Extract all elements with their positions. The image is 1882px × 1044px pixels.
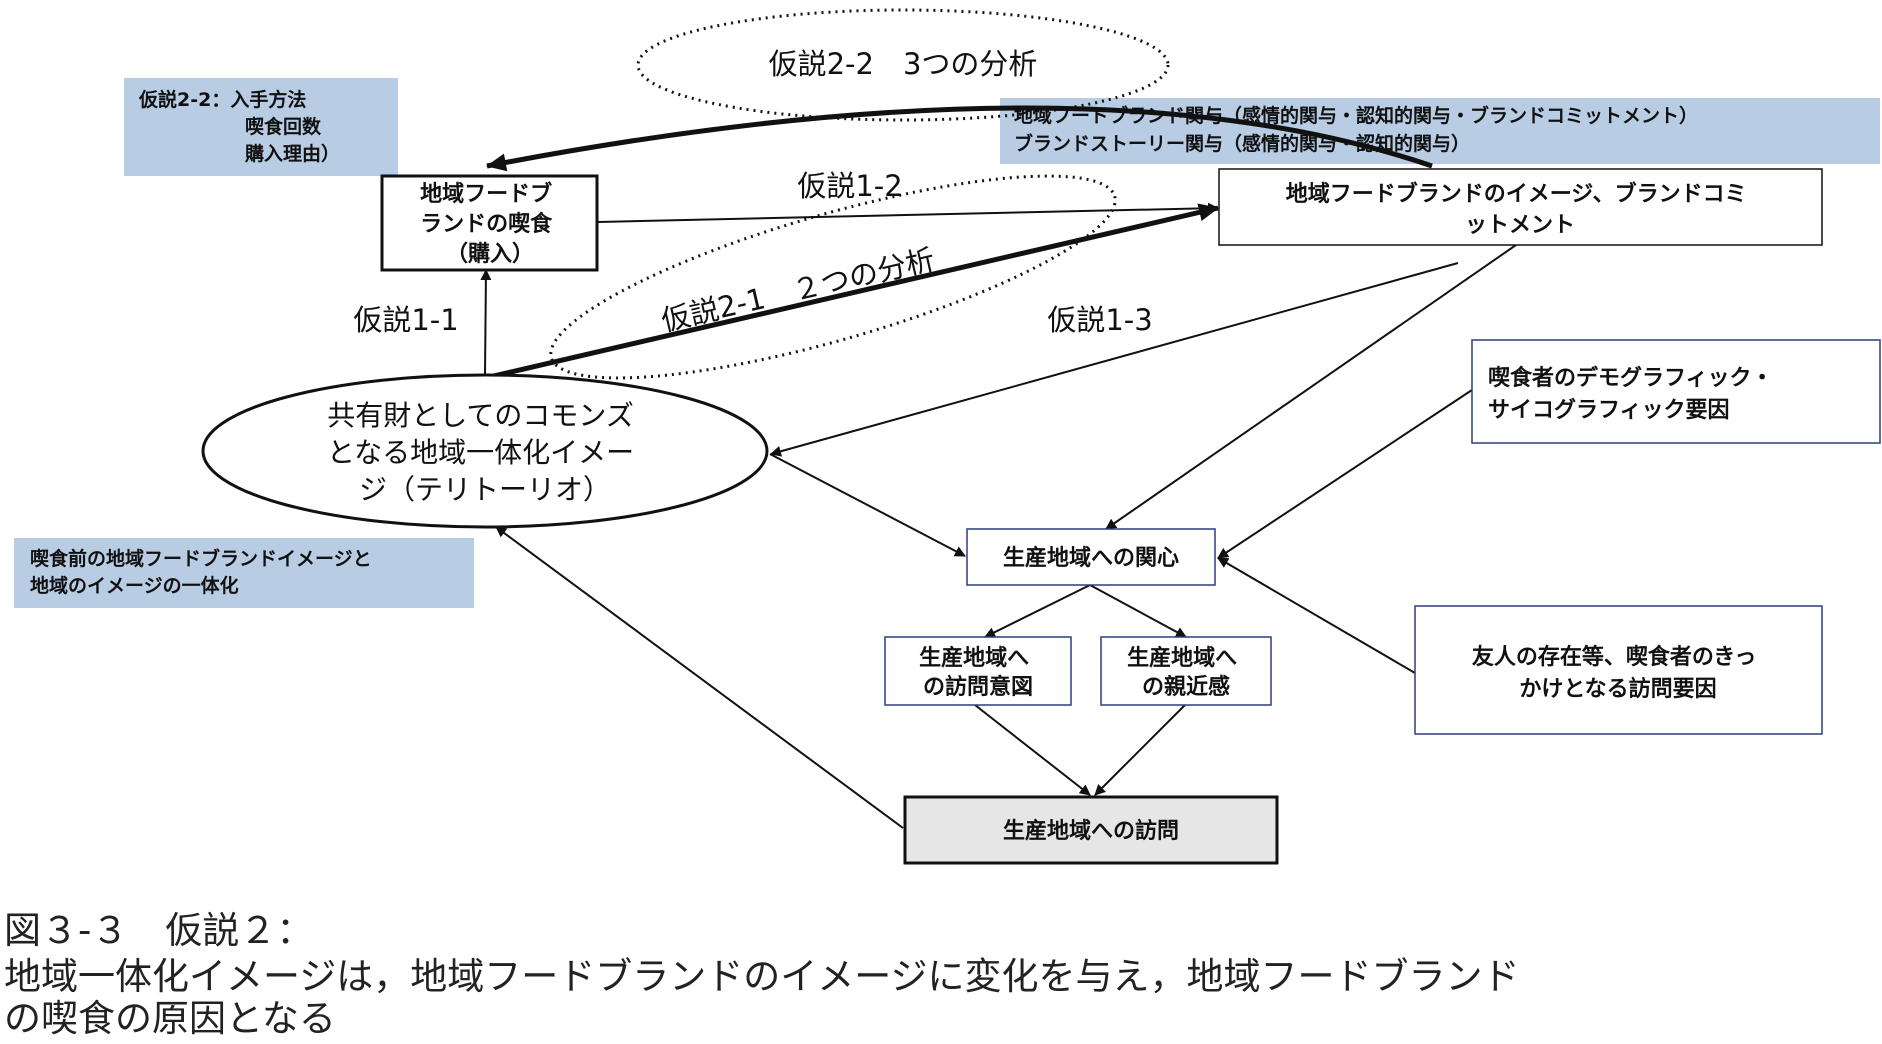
- commons-ellipse-text: 共有財としてのコモンズ となる地域一体化イメー ジ（テリトーリオ）: [327, 399, 643, 506]
- figure-caption-line-2: 地域一体化イメージは，地域フードブランドのイメージに変化を与え，地域フードブラン…: [4, 955, 1520, 998]
- image-commit-box-text: 地域フードブランドのイメージ、ブランドコミ ットメント: [1286, 181, 1755, 238]
- intent-box-text: 生産地域へ の訪問意図: [919, 645, 1037, 700]
- commons-ellipse: [201, 373, 769, 529]
- interest-box-text: 生産地域への関心: [1003, 545, 1179, 571]
- interest-to-affinity-arrow: [1089, 584, 1187, 638]
- image-to-interest-arrow: [1105, 244, 1517, 530]
- h12-arrow: [597, 202, 1219, 223]
- interest-box: [966, 528, 1216, 586]
- h11-label: 仮説1-1: [353, 303, 458, 337]
- note-involvement-text: 地域フードブランド関与（感情的関与・認知的関与・ブランドコミットメント） ブラン…: [1014, 104, 1705, 155]
- note-pre-eating-text: 喫食前の地域フードブランドイメージと 地域のイメージの一体化: [30, 547, 378, 597]
- demographic-box-text: 喫食者のデモグラフィック・ サイコグラフィック要因: [1488, 365, 1781, 423]
- visit-box: [903, 795, 1279, 865]
- intent-box: [884, 636, 1072, 706]
- image-commit-box: [1218, 168, 1823, 246]
- h13-arrow: [770, 262, 1459, 457]
- h22-analysis-ellipse: [636, 8, 1170, 122]
- visit-to-commons-arrow: [495, 526, 904, 829]
- visit-box-text: 生産地域への訪問: [1003, 818, 1179, 844]
- eating-box: [380, 174, 599, 272]
- h13-label: 仮説1-3: [1047, 303, 1152, 337]
- commons-to-interest-arrow: [769, 453, 966, 557]
- note-h22-items-text: 仮説2-2：入手方法 喫食回数 購入理由）: [138, 88, 340, 165]
- note-involvement-bg: [1000, 98, 1880, 164]
- eating-box-text: 地域フードブ ランドの喫食 （購入）: [420, 181, 560, 267]
- affinity-box: [1100, 636, 1272, 706]
- h11-arrow: [480, 269, 492, 375]
- h22-analysis-label: 仮説2-2 3つの分析: [769, 47, 1038, 81]
- h21-analysis-ellipse: [549, 174, 1117, 380]
- affinity-to-visit-arrow: [1094, 704, 1186, 796]
- friend-to-interest-arrow: [1217, 557, 1416, 674]
- note-h22-items-bg: [124, 78, 398, 176]
- h21-thick-arrow: [484, 203, 1219, 381]
- note-pre-eating-bg: [14, 538, 474, 608]
- h22-thick-arrow: [486, 105, 1433, 172]
- intent-to-visit-arrow: [974, 704, 1091, 796]
- affinity-box-text: 生産地域へ の親近感: [1127, 645, 1245, 700]
- demographic-to-interest-arrow: [1217, 389, 1473, 559]
- interest-to-intent-arrow: [984, 584, 1091, 638]
- friend-box-text: 友人の存在等、喫食者のきっ かけとなる訪問要因: [1472, 644, 1764, 702]
- friend-box: [1414, 605, 1823, 735]
- h12-label: 仮説1-2: [797, 169, 902, 203]
- figure-caption-line-3: の喫食の原因となる: [4, 997, 336, 1040]
- demographic-box: [1471, 339, 1881, 444]
- figure-caption-line-1: 図３-３ 仮説２：: [4, 909, 314, 952]
